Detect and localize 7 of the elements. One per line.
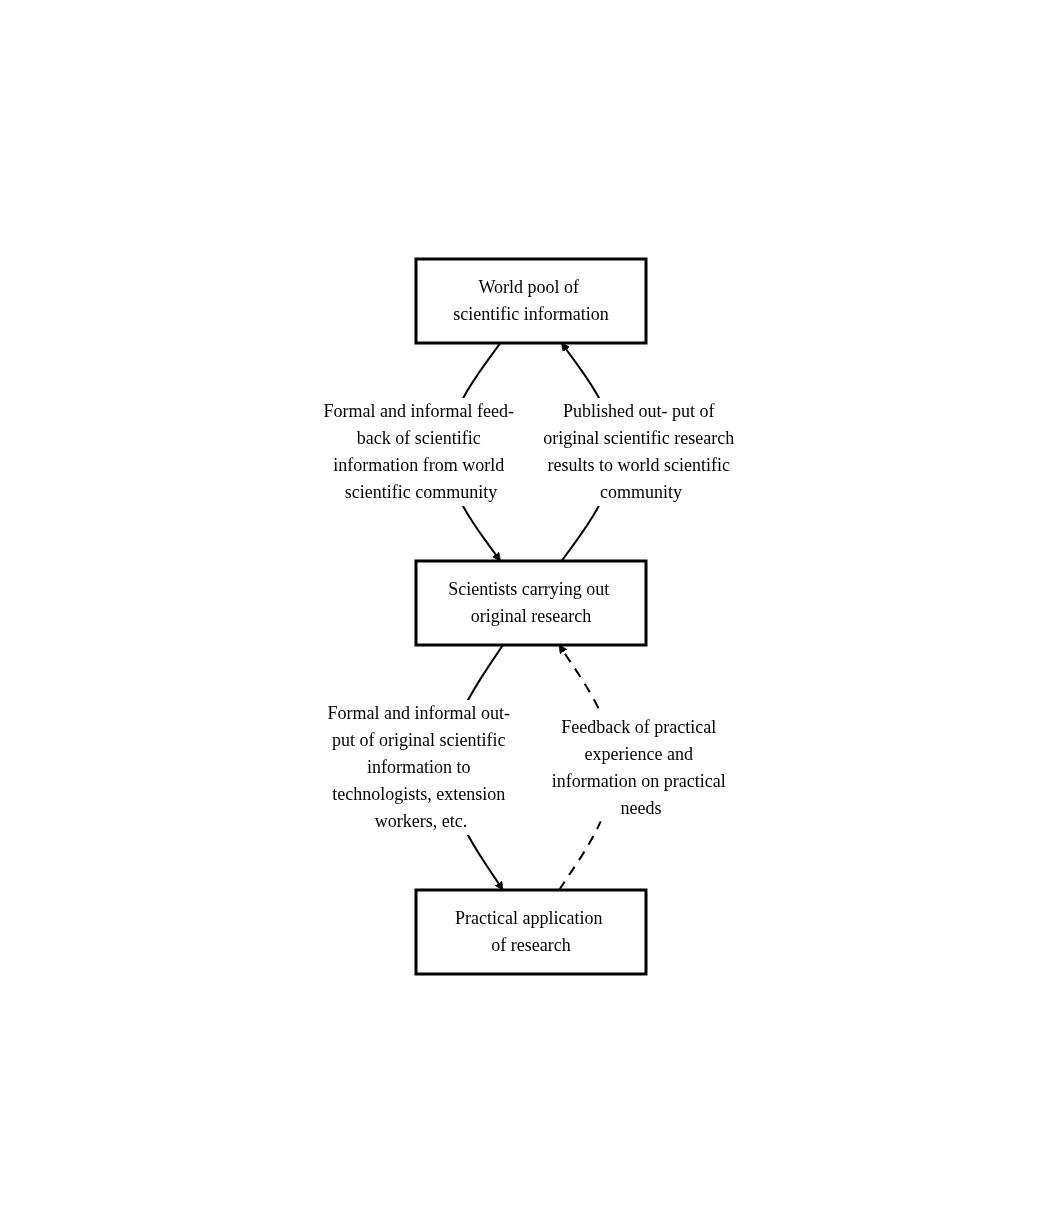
edge-label: Formal and informal out- put of original scientific information to technologists, extension workers, etc. xyxy=(327,702,510,831)
node-box: World pool of scientific information xyxy=(414,257,648,344)
node-box: Practical application of research xyxy=(414,888,648,975)
node-box: Scientists carrying out original research xyxy=(414,559,648,646)
edge-label: Published out- put of original scientific research results to world scientific community xyxy=(543,400,735,502)
edge-label: Formal and informal feed- back of scientific information from world scientific community xyxy=(323,400,514,502)
edge-label: Feedback of practical experience and information on practical needs xyxy=(551,716,726,817)
